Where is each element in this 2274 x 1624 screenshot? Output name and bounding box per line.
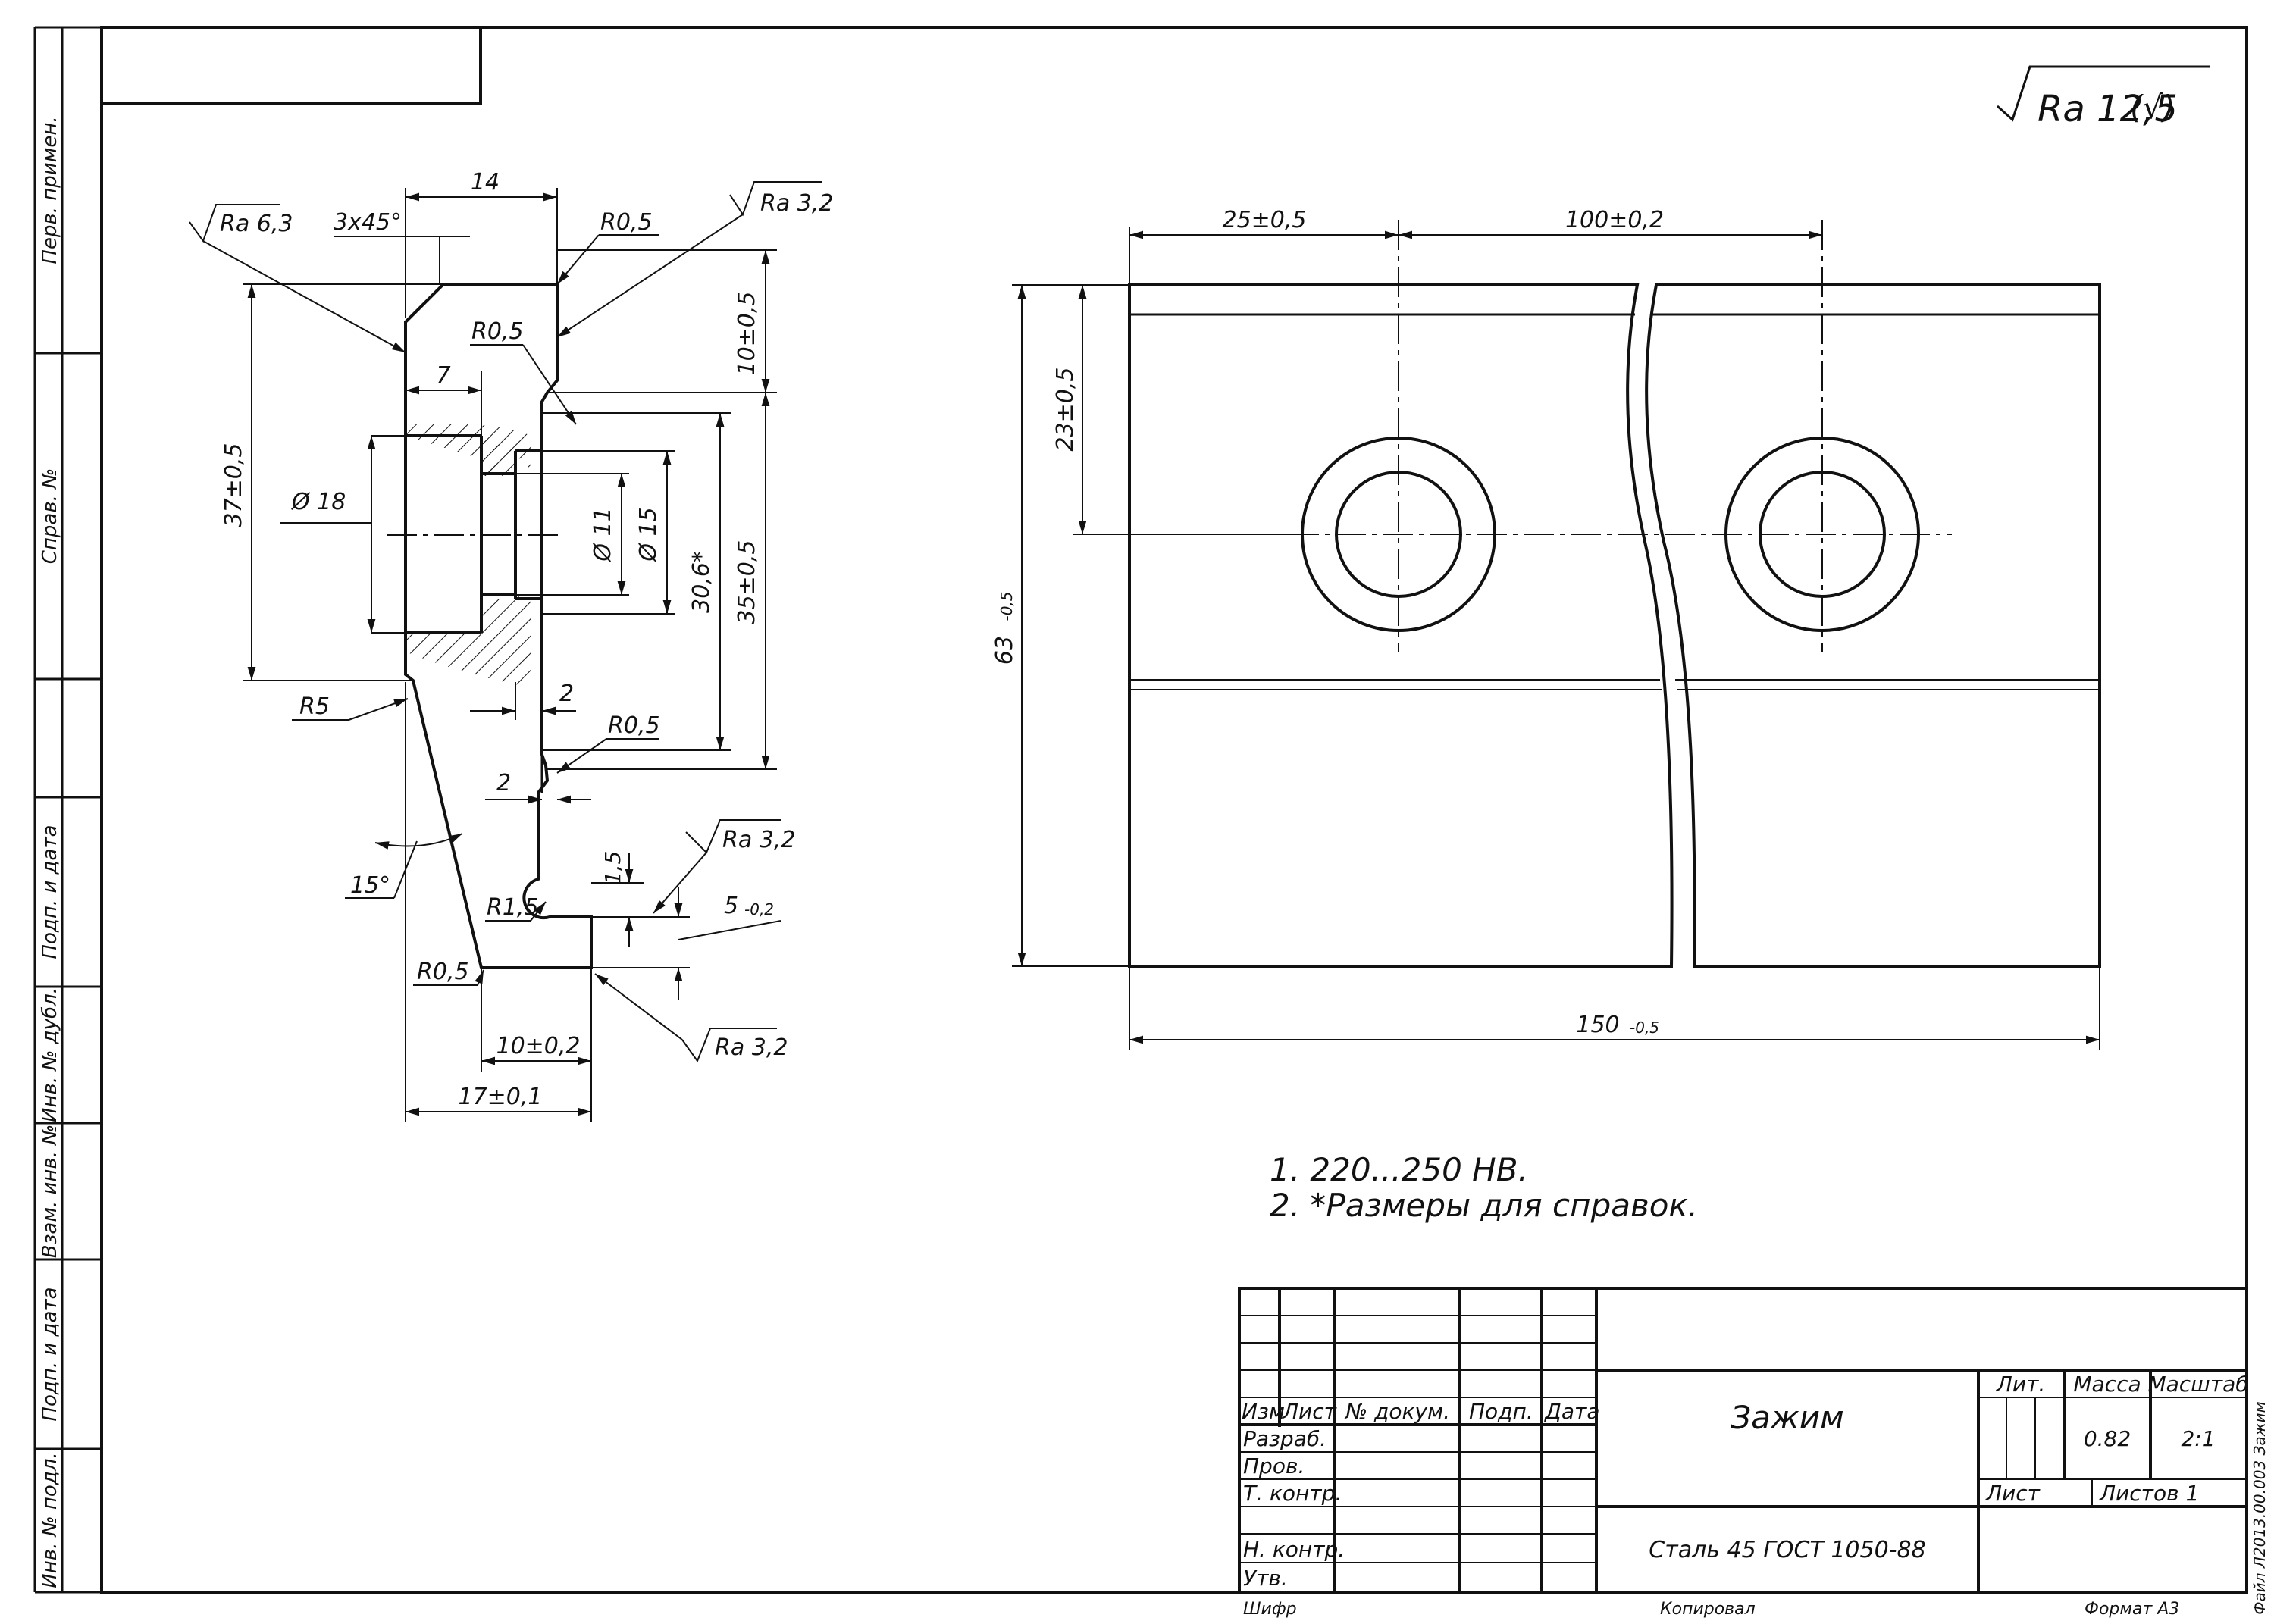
dim-diameter-18: Ø 18: [290, 489, 346, 515]
stamp-label-sign-date-2: Подп. и дата: [39, 1287, 61, 1421]
dim-radius-top-right: R0,5: [600, 209, 653, 236]
roughness-default-value: Ra 12,5: [2038, 88, 2178, 130]
dim-groove-1-5: 1,5: [600, 851, 625, 885]
section-roughness-symbols: Ra 6,3 Ra 3,2 Ra 3,2 Ra 3,2: [189, 181, 833, 1063]
title-block: Изм Лист № докум. Подп. Дата Разраб. Про…: [1238, 1287, 2249, 1594]
stamp-label-sign-date-1: Подп. и дата: [39, 825, 61, 959]
front-view-right-part: [1645, 283, 2101, 968]
roughness-default-symbol: Ra 12,5 (√): [1996, 65, 2210, 130]
section-hatch-left-top: [406, 424, 531, 476]
dim-radius-lower: R0,5: [608, 712, 660, 739]
footer-copied: Копировал: [1660, 1600, 1756, 1619]
front-view: [1128, 220, 2101, 968]
dim-radius-mid: R0,5: [471, 318, 524, 345]
note-1: 1. 220...250 HB.: [1270, 1151, 1528, 1188]
roughness-ra-3-2-groove: Ra 3,2: [722, 827, 795, 853]
dim-thickness-5-tolerance: -0,2: [744, 900, 774, 918]
frame-footer: Шифр Копировал Формат А3: [1243, 1600, 2179, 1619]
dim-total-17: 17±0,1: [458, 1084, 542, 1110]
tb-scale-value: 2:1: [2181, 1426, 2215, 1451]
tb-header-doc-no: № докум.: [1344, 1399, 1450, 1424]
tb-role-tech-control: Т. контр.: [1243, 1481, 1342, 1506]
tb-role-approved: Утв.: [1243, 1566, 1288, 1591]
tb-lit-label: Лит.: [1996, 1372, 2045, 1397]
dim-height-35: 35±0,5: [734, 540, 760, 624]
dim-diameter-15: Ø 15: [635, 507, 662, 562]
dim-step-2-lower: 2: [496, 770, 511, 796]
tb-mass-value: 0.82: [2084, 1426, 2131, 1451]
section-hatch-lower: [406, 595, 531, 687]
dim-radius-bottom: R0,5: [417, 959, 469, 985]
footer-cipher: Шифр: [1243, 1600, 1297, 1619]
tb-sheets-label: Листов 1: [2099, 1481, 2199, 1506]
dim-height-37: 37±0,5: [221, 443, 247, 527]
tb-role-developer: Разраб.: [1243, 1426, 1326, 1451]
dim-chamfer: 3x45°: [334, 209, 402, 236]
dim-hole-spacing-100: 100±0,2: [1565, 207, 1664, 233]
section-dimensions: 14 3x45° R0,5 R0,5 7 Ø 18 Ø 11 Ø 15: [221, 169, 781, 1122]
dim-height-10: 10±0,5: [734, 291, 760, 375]
tb-part-name: Зажим: [1731, 1399, 1843, 1436]
clamp-profile-outline: [404, 283, 593, 969]
note-2: 2. *Размеры для справок.: [1270, 1187, 1698, 1224]
dim-height-63: 63: [991, 636, 1018, 665]
dim-hole-offset-25: 25±0,5: [1222, 207, 1306, 233]
stamp-label-orig-inv: Инв. № подл.: [39, 1452, 61, 1588]
tb-role-norm-control: Н. контр.: [1243, 1537, 1345, 1562]
dim-angle-15: 15°: [350, 872, 390, 899]
dim-height-63-tolerance: -0,5: [998, 591, 1016, 621]
roughness-ra-3-2-bottom: Ra 3,2: [715, 1034, 788, 1061]
tb-role-checker: Пров.: [1243, 1453, 1305, 1478]
front-dimensions: 25±0,5 100±0,2 23±0,5 63 -0,5 150 -0,5: [991, 207, 2100, 1050]
drawing-frame: [100, 26, 2248, 1594]
tb-header-sign: Подп.: [1469, 1399, 1533, 1424]
technical-notes: 1. 220...250 HB. 2. *Размеры для справок…: [1270, 1151, 1698, 1224]
stamp-label-ref-no: Справ. №: [39, 468, 61, 564]
tb-sheet-label: Лист: [1985, 1481, 2041, 1506]
footer-format: Формат А3: [2084, 1600, 2179, 1619]
dim-bore-depth-7: 7: [436, 362, 450, 389]
file-label: Файл Л2013.00.003 Зажим: [2251, 1401, 2269, 1614]
side-stamp: Перв. примен. Справ. № Подп. и дата Инв.…: [33, 26, 102, 1594]
tb-header-rev: Изм: [1242, 1399, 1285, 1424]
dim-length-150-tolerance: -0,5: [1630, 1019, 1659, 1037]
tb-scale-label: Масштаб: [2147, 1372, 2248, 1397]
section-view: [387, 283, 593, 969]
dim-hole-height-23: 23±0,5: [1052, 367, 1079, 451]
dim-radius-r1-5: R1,5: [487, 894, 539, 921]
dim-length-150: 150: [1576, 1012, 1619, 1038]
stamp-label-dup-inv: Инв. № дубл.: [39, 987, 61, 1122]
dim-height-30-6: 30,6*: [688, 551, 715, 613]
stamp-label-first-use: Перв. примен.: [39, 116, 61, 264]
dim-foot-10: 10±0,2: [496, 1033, 580, 1059]
dim-step-2-upper: 2: [559, 681, 574, 707]
dim-radius-r5: R5: [299, 693, 330, 720]
front-view-left-part: [1128, 283, 1674, 968]
tb-mass-label: Масса: [2073, 1372, 2141, 1397]
roughness-ra-6-3: Ra 6,3: [220, 211, 293, 237]
tb-material: Сталь 45 ГОСТ 1050-88: [1649, 1537, 1925, 1563]
dim-thickness-5: 5: [724, 893, 738, 919]
roughness-ra-3-2-top: Ra 3,2: [760, 190, 833, 217]
roughness-default-suffix: (√): [2130, 89, 2175, 126]
tb-header-sheet: Лист: [1282, 1399, 1337, 1424]
stamp-label-repl-inv: Взам. инв. №: [39, 1125, 61, 1259]
dim-width-14: 14: [471, 169, 500, 196]
dim-diameter-11: Ø 11: [590, 507, 616, 562]
tb-header-date: Дата: [1543, 1399, 1600, 1424]
